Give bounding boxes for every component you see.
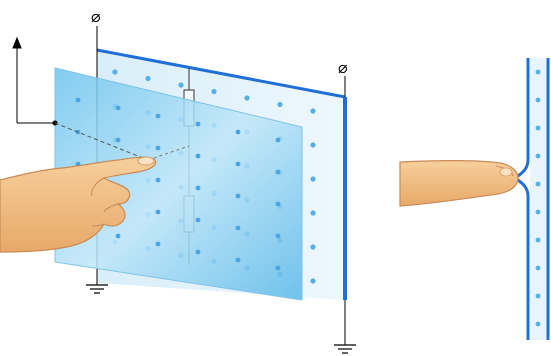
dot	[535, 321, 541, 327]
dot	[535, 97, 541, 103]
dot	[310, 278, 316, 284]
dot	[275, 233, 281, 239]
dot	[155, 209, 161, 215]
dot	[310, 108, 316, 114]
left-terminal-symbol: ⌀	[91, 7, 101, 26]
ground-left-icon	[86, 284, 108, 294]
touching-finger-icon	[399, 160, 519, 207]
dot	[310, 176, 316, 182]
output-arrow	[12, 36, 58, 126]
dot	[195, 185, 201, 191]
dot	[155, 145, 161, 151]
dot	[235, 161, 241, 167]
dot	[115, 137, 121, 143]
touch-current-dashed-2	[147, 145, 190, 161]
dot	[535, 209, 541, 215]
dot	[535, 237, 541, 243]
cross-section-dots	[535, 69, 541, 327]
dot	[211, 88, 217, 95]
dot	[145, 75, 151, 82]
dot	[178, 82, 184, 88]
dot	[195, 217, 201, 223]
dot	[115, 233, 121, 239]
dot	[155, 177, 161, 183]
dot	[155, 241, 161, 247]
dot	[235, 193, 241, 199]
dot	[235, 225, 241, 231]
dot	[535, 181, 541, 187]
dot	[244, 95, 250, 101]
dot	[195, 153, 201, 159]
pointing-hand-icon	[0, 156, 157, 253]
dot	[275, 265, 281, 271]
right-terminal-symbol: ⌀	[338, 58, 348, 77]
dot	[535, 125, 541, 131]
dot	[535, 293, 541, 299]
dot	[155, 113, 161, 119]
dot	[112, 69, 118, 75]
dot	[115, 105, 121, 111]
dot	[235, 257, 241, 263]
dot	[275, 169, 281, 175]
dot	[195, 249, 201, 255]
dot	[275, 201, 281, 207]
dot	[310, 210, 316, 216]
ground-right-icon	[334, 344, 356, 354]
dot	[195, 121, 201, 127]
dot	[235, 129, 241, 135]
top-electrode	[96, 48, 346, 99]
dot	[275, 137, 281, 143]
dot	[310, 142, 316, 148]
dot	[75, 97, 81, 103]
dot	[310, 244, 316, 250]
dot	[535, 265, 541, 271]
touch-current-dashed	[54, 122, 149, 161]
dot	[535, 153, 541, 159]
dot	[535, 69, 541, 75]
dot	[277, 101, 283, 108]
cross-section-panel	[514, 58, 550, 340]
